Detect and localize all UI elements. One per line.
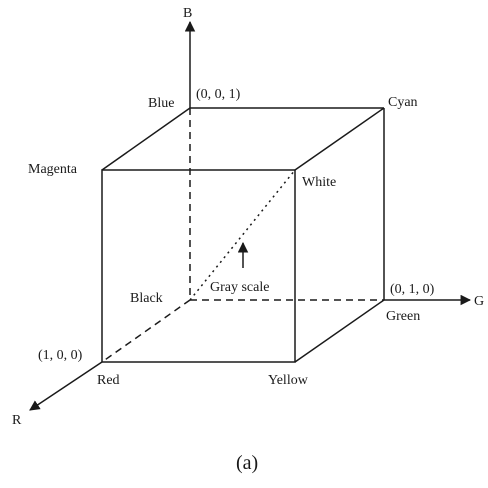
edge-green-yellow	[294, 299, 385, 363]
label-yellow: Yellow	[268, 373, 309, 388]
label-cyan: Cyan	[388, 95, 418, 110]
gray-scale-diagonal	[189, 169, 296, 301]
axis-label-r: R	[12, 413, 22, 428]
label-magenta: Magenta	[28, 162, 78, 177]
label-red-coord: (1, 0, 0)	[38, 348, 83, 363]
r-axis	[29, 361, 103, 411]
edge-cyan-white	[294, 107, 385, 171]
label-red: Red	[97, 373, 120, 388]
axis-label-b: B	[183, 6, 192, 21]
label-white: White	[302, 175, 336, 190]
label-black: Black	[130, 291, 163, 306]
label-green: Green	[386, 309, 420, 324]
axis-label-g: G	[474, 294, 484, 309]
label-green-coord: (0, 1, 0)	[390, 282, 435, 297]
edge-blue-magenta	[101, 107, 191, 171]
front-face	[101, 169, 296, 363]
figure-caption: (a)	[236, 452, 258, 474]
label-blue: Blue	[148, 96, 174, 111]
label-gray-scale: Gray scale	[210, 280, 269, 295]
hidden-edge-black-red	[101, 299, 191, 363]
label-blue-coord: (0, 0, 1)	[196, 87, 241, 102]
